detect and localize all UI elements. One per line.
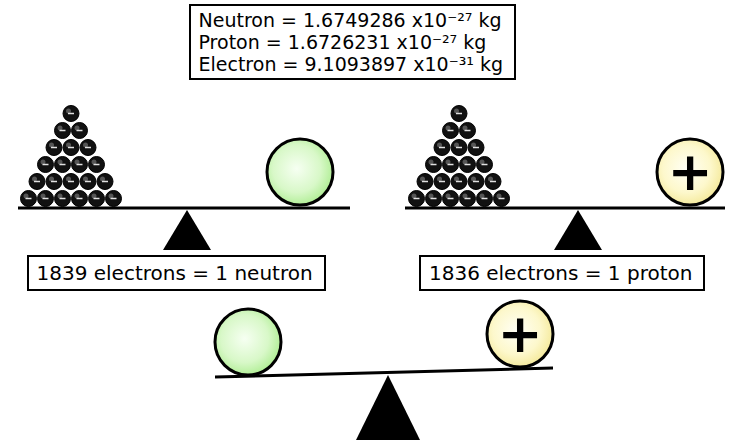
proton-circle-shape: [487, 301, 553, 367]
proton-circle: +: [654, 136, 726, 208]
proton-circle: +: [484, 298, 556, 370]
equation-box: 1839 electrons = 1 neutron: [27, 255, 326, 291]
electron-pile: [409, 106, 510, 207]
neutron-circle: [267, 139, 333, 205]
fulcrum: [163, 210, 211, 250]
fulcrum: [554, 210, 602, 250]
box-text: Electron = 9.1093897 x10⁻³¹ kg: [199, 53, 506, 75]
fulcrum: [356, 375, 420, 440]
mass-table-box: Neutron = 1.6749286 x10⁻²⁷ kgProton = 1.…: [189, 4, 516, 80]
box-text: Neutron = 1.6749286 x10⁻²⁷ kg: [199, 9, 506, 31]
charge-sign: +: [497, 307, 542, 361]
proton-circle-shape: [657, 139, 723, 205]
equation-box: 1836 electrons = 1 proton: [419, 255, 705, 291]
neutron-circle: [215, 309, 281, 375]
box-text: 1836 electrons = 1 proton: [429, 260, 695, 286]
balance-beam: [405, 207, 725, 210]
electron-pile: [21, 106, 122, 207]
balance-beam: [18, 207, 350, 210]
charge-sign: +: [667, 145, 712, 199]
box-text: 1839 electrons = 1 neutron: [37, 260, 316, 286]
box-text: Proton = 1.6726231 x10⁻²⁷ kg: [199, 31, 506, 53]
